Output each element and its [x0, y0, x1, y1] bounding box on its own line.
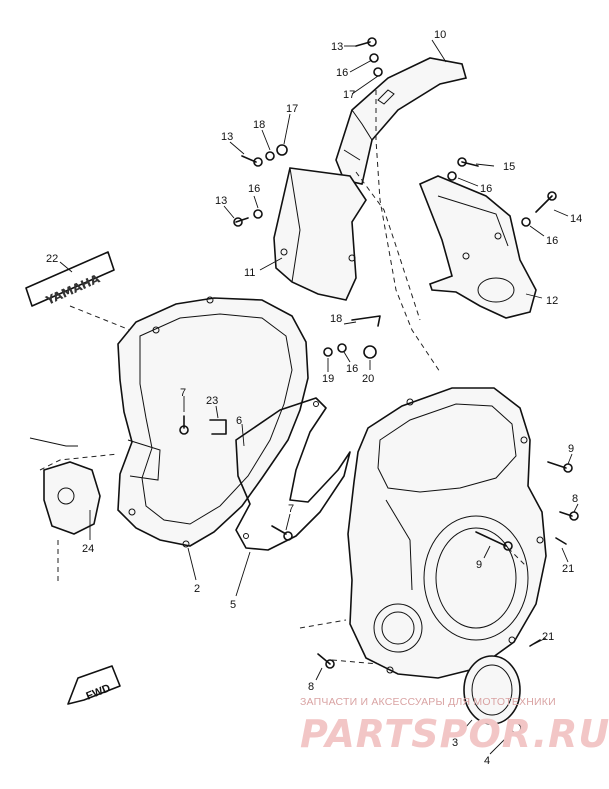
- callout-9: 9: [476, 559, 482, 571]
- watermark-tagline: ЗАПЧАСТИ И АКСЕССУАРЫ ДЛЯ МОТОТЕХНИКИ: [300, 696, 556, 708]
- part-2-left-cover: [117, 296, 309, 548]
- callout-16: 16: [248, 183, 260, 195]
- callout-22: 22: [46, 253, 58, 265]
- callout-16: 16: [346, 363, 358, 375]
- callout-18: 18: [253, 119, 265, 131]
- callout-21: 21: [542, 631, 554, 643]
- part-11-side-shroud: [273, 167, 367, 301]
- callout-21: 21: [562, 563, 574, 575]
- callout-6: 6: [236, 415, 242, 427]
- part-22-emblem: YAMAHA: [25, 251, 115, 308]
- part-10-top-shroud: [335, 57, 468, 185]
- callout-18: 18: [330, 313, 342, 325]
- callout-17: 17: [343, 89, 355, 101]
- part-24-bracket: [29, 437, 101, 535]
- callouts: 13 10 16 17 13 18 17 15 16 13 16 14 16 2…: [46, 29, 582, 767]
- callout-15: 15: [503, 161, 515, 173]
- fwd-arrow: FWD: [67, 665, 121, 705]
- callout-16: 16: [546, 235, 558, 247]
- callout-8: 8: [572, 493, 578, 505]
- callout-24: 24: [82, 543, 94, 555]
- callout-12: 12: [546, 295, 558, 307]
- callout-2: 2: [194, 583, 200, 595]
- callout-3: 3: [452, 737, 458, 749]
- callout-20: 20: [362, 373, 374, 385]
- fwd-label: FWD: [84, 682, 112, 703]
- callout-7: 7: [288, 503, 294, 515]
- callout-13: 13: [221, 131, 233, 143]
- callout-13: 13: [215, 195, 227, 207]
- callout-13: 13: [331, 41, 343, 53]
- callout-17: 17: [286, 103, 298, 115]
- callout-4: 4: [484, 755, 490, 767]
- callout-16: 16: [480, 183, 492, 195]
- callout-9: 9: [568, 443, 574, 455]
- alignment-lines: [39, 90, 527, 665]
- callout-19: 19: [322, 373, 334, 385]
- part-12-side-shroud: [418, 175, 537, 319]
- callout-23: 23: [206, 395, 218, 407]
- callout-16: 16: [336, 67, 348, 79]
- callout-8: 8: [308, 681, 314, 693]
- part-3-round-cover: [463, 655, 521, 725]
- callout-leaders: [59, 39, 579, 755]
- callout-11: 11: [244, 267, 255, 279]
- callout-10: 10: [434, 29, 446, 41]
- callout-7: 7: [180, 387, 186, 399]
- part-5-gasket: [235, 397, 351, 551]
- callout-14: 14: [570, 213, 582, 225]
- watermark-brand: PARTSPOR.RU: [300, 712, 609, 756]
- part-right-crankcase-cover: [347, 387, 547, 679]
- callout-5: 5: [230, 599, 236, 611]
